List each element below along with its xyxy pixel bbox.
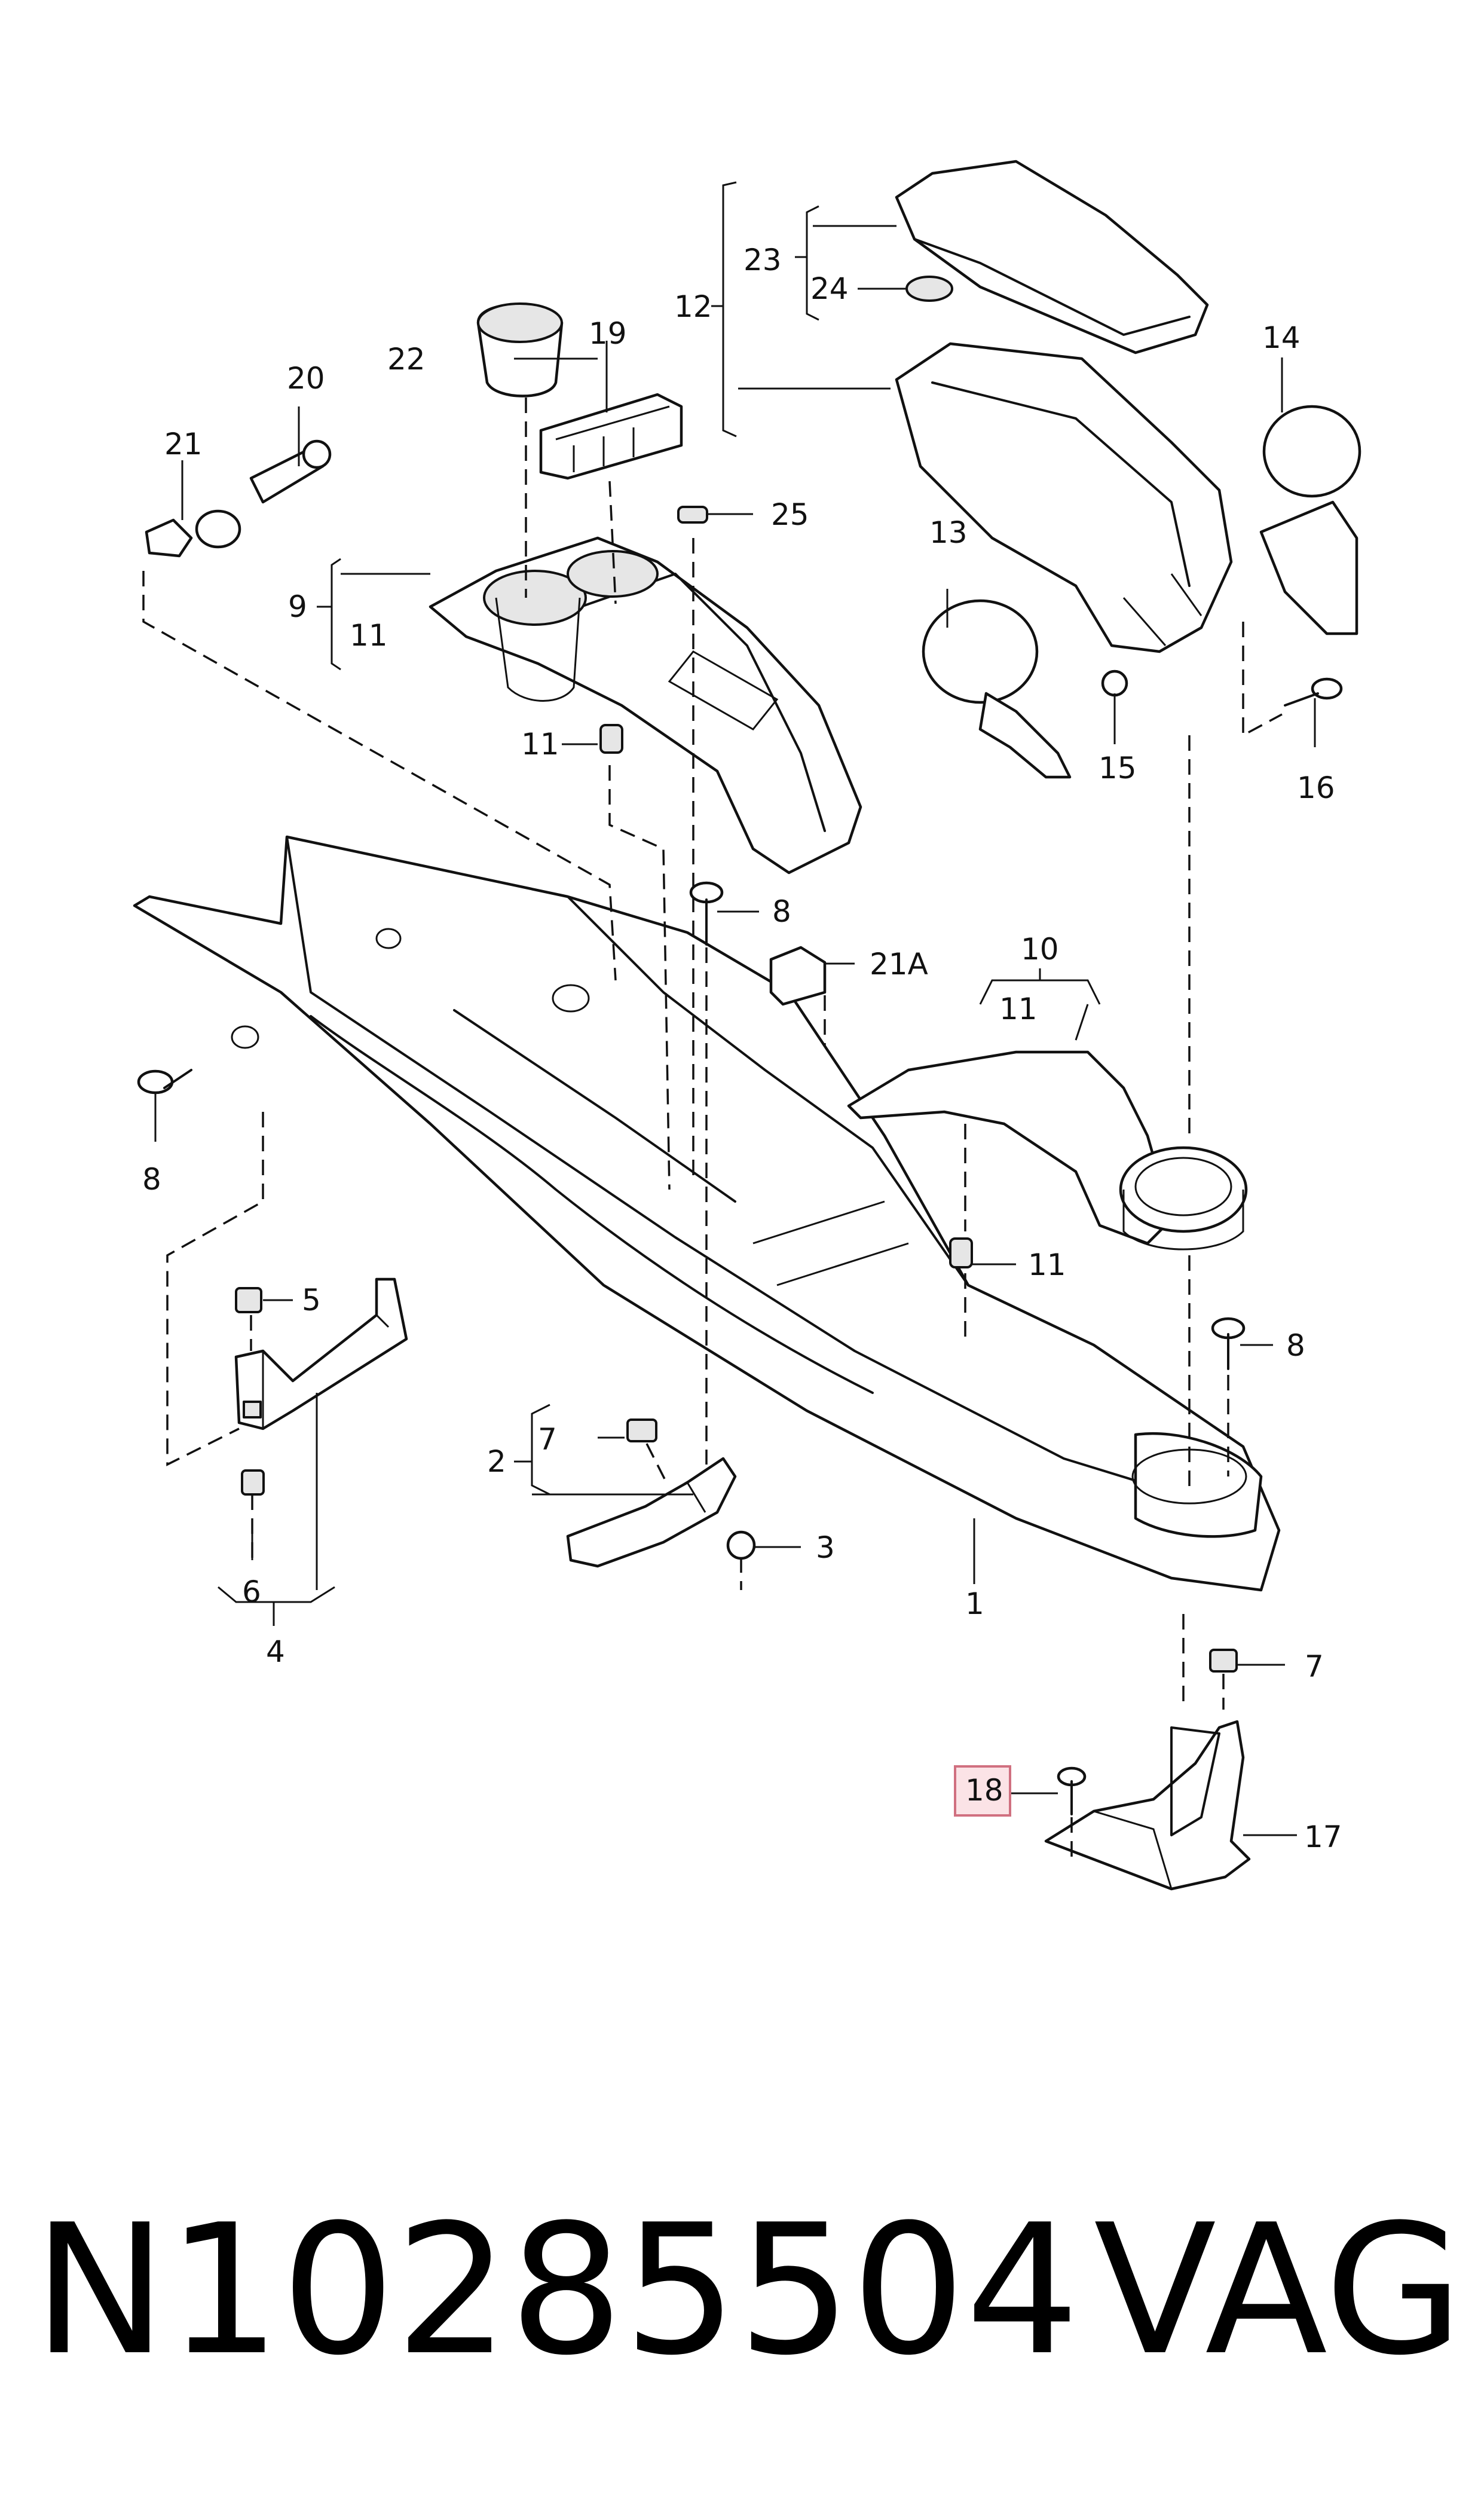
leader-lines bbox=[154, 181, 1316, 1836]
switch-21a bbox=[769, 946, 827, 1006]
callout-20: 20 bbox=[287, 361, 325, 396]
callout-15: 15 bbox=[1099, 751, 1137, 785]
callout-11-c: 11 bbox=[999, 992, 1038, 1026]
lighter-element bbox=[249, 439, 332, 504]
callout-11-d: 11 bbox=[1028, 1248, 1066, 1282]
clip-7-right bbox=[1209, 1649, 1238, 1673]
callout-9: 9 bbox=[288, 589, 307, 624]
rear-trim-panel bbox=[847, 1050, 1248, 1251]
callout-12: 12 bbox=[674, 289, 712, 324]
callout-23: 23 bbox=[743, 243, 782, 277]
shifter-trim-panel bbox=[429, 536, 862, 875]
shift-knob bbox=[476, 302, 564, 398]
callout-1: 1 bbox=[965, 1586, 984, 1621]
assembly-lines bbox=[142, 398, 1283, 1865]
screw-8-right bbox=[1211, 1317, 1246, 1370]
callout-6: 6 bbox=[242, 1575, 261, 1609]
callout-2: 2 bbox=[487, 1444, 506, 1479]
callout-11-b: 11 bbox=[521, 727, 559, 762]
callout-14: 14 bbox=[1262, 320, 1301, 355]
clip-25 bbox=[677, 506, 708, 524]
callout-21: 21 bbox=[164, 427, 203, 461]
armrest-lid bbox=[895, 160, 1209, 354]
callout-labels: 23 24 12 14 19 22 20 21 25 13 9 11 11 15… bbox=[142, 243, 1342, 1854]
screw-8-left bbox=[137, 1069, 192, 1095]
callout-25: 25 bbox=[771, 497, 809, 532]
callout-4: 4 bbox=[266, 1634, 285, 1669]
callout-18: 18 bbox=[965, 1773, 1003, 1808]
hinge-cover-left bbox=[922, 599, 1072, 779]
screw-8-top bbox=[689, 881, 724, 946]
nut-15 bbox=[1101, 669, 1128, 697]
callout-17: 17 bbox=[1304, 1820, 1342, 1854]
callout-8-a: 8 bbox=[772, 894, 791, 929]
part-number: N10285504 bbox=[33, 2186, 1079, 2395]
switch-module bbox=[539, 393, 683, 480]
callout-22: 22 bbox=[387, 342, 426, 377]
callout-8-b: 8 bbox=[142, 1162, 161, 1197]
support-bracket bbox=[566, 1457, 737, 1568]
callout-5: 5 bbox=[302, 1283, 321, 1317]
clip-7-left bbox=[626, 1419, 657, 1442]
clip-5 bbox=[235, 1287, 262, 1313]
armrest-storage-box bbox=[895, 342, 1233, 653]
bolt-16 bbox=[1284, 677, 1343, 707]
clip-6 bbox=[241, 1469, 265, 1496]
lighter-socket bbox=[145, 509, 241, 558]
clip-11-right bbox=[949, 1237, 973, 1268]
callout-13: 13 bbox=[929, 515, 968, 550]
callout-24: 24 bbox=[810, 271, 849, 306]
clip-11-left bbox=[599, 724, 623, 754]
nut-3 bbox=[726, 1530, 756, 1560]
callout-21a: 21A bbox=[870, 947, 928, 982]
callout-3: 3 bbox=[816, 1530, 835, 1565]
callout-11-a: 11 bbox=[350, 618, 388, 653]
shifter-bracket bbox=[1044, 1720, 1251, 1891]
side-bracket bbox=[234, 1277, 408, 1430]
bolt-18 bbox=[1057, 1766, 1087, 1815]
callout-8-c: 8 bbox=[1286, 1328, 1305, 1363]
callout-7-b: 7 bbox=[1305, 1649, 1324, 1684]
callout-16: 16 bbox=[1297, 771, 1335, 805]
callout-10: 10 bbox=[1021, 932, 1059, 967]
brand-name: VAG bbox=[1094, 2186, 1463, 2395]
lock-clip-24 bbox=[905, 276, 953, 302]
hinge-cover-right bbox=[1259, 405, 1361, 635]
callout-7-a: 7 bbox=[538, 1422, 557, 1457]
callout-19: 19 bbox=[589, 316, 627, 351]
callout-18-highlight bbox=[954, 1765, 1011, 1817]
